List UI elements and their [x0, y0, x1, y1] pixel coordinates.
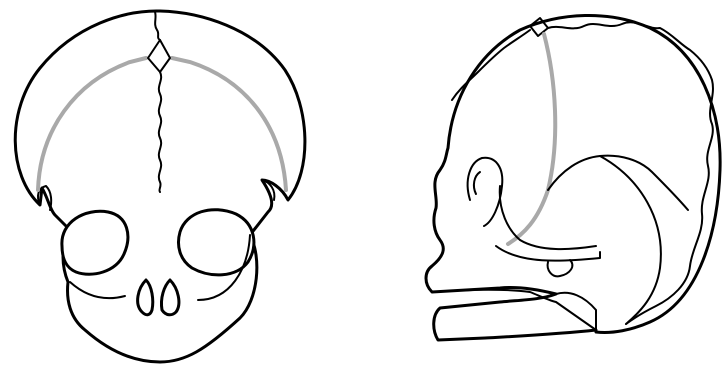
left-maxilla-line: [70, 282, 125, 298]
lateral-orbit-inner: [474, 172, 480, 194]
left-nasal-cavity: [138, 280, 153, 315]
lateral-skull: [426, 15, 720, 340]
coronal-suture: [38, 58, 286, 190]
right-orbit: [179, 210, 254, 275]
squamosal-suture: [548, 156, 688, 210]
left-orbit: [62, 211, 128, 274]
anterior-fontanelle: [148, 40, 170, 72]
mastoid-process: [548, 260, 573, 276]
lambdoid-suture: [548, 22, 713, 324]
lateral-orbit: [468, 158, 503, 226]
mandible-outline: [432, 290, 596, 330]
occipital-curve: [600, 156, 661, 324]
right-nasal-cavity: [161, 280, 178, 315]
sagittal-suture: [155, 12, 160, 40]
metopic-suture: [159, 72, 161, 192]
lateral-coronal-suture: [508, 34, 555, 244]
mandible-ramus: [556, 293, 596, 330]
frontal-skull: [15, 11, 305, 362]
